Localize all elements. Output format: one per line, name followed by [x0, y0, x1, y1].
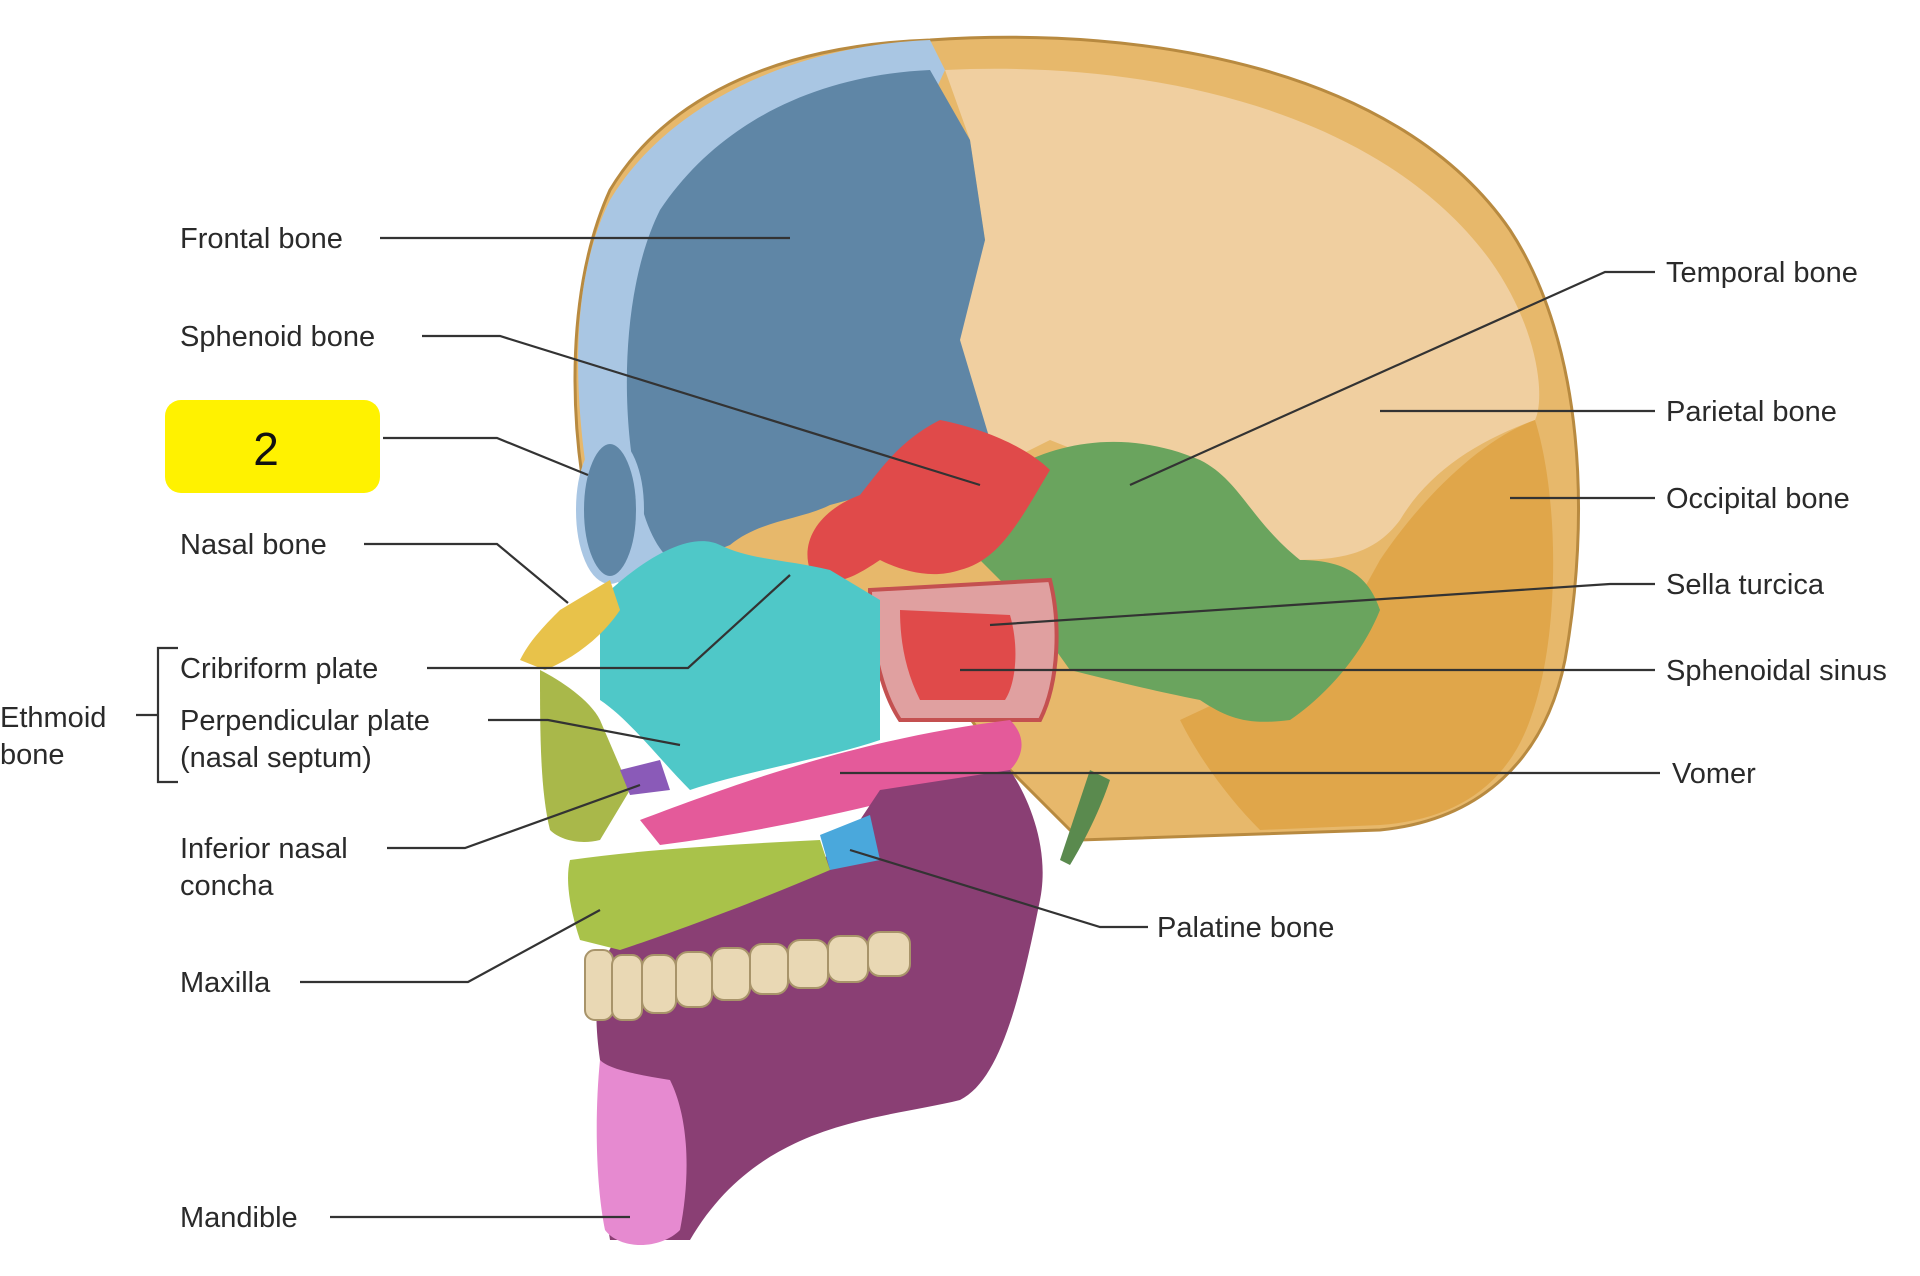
- label-occipital-bone: Occipital bone: [1666, 483, 1850, 515]
- leader-nasal: [364, 542, 569, 604]
- label-mandible: Mandible: [180, 1202, 298, 1234]
- label-frontal-bone: Frontal bone: [180, 223, 343, 255]
- leader-lines: [136, 236, 1660, 1219]
- label-ethmoid-bone-2: bone: [0, 739, 65, 771]
- palatine-bone-shape: [820, 815, 880, 870]
- label-palatine-bone: Palatine bone: [1157, 912, 1334, 944]
- leader-perpendicular: [488, 718, 681, 747]
- maxilla-palate-shape: [568, 840, 830, 950]
- label-parietal-bone: Parietal bone: [1666, 396, 1837, 428]
- nasal-bone-shape: [520, 580, 620, 670]
- labels: Frontal bone Sphenoid bone Nasal bone Cr…: [0, 223, 1887, 1234]
- sphenoid-bone-shape: [807, 420, 1050, 581]
- label-perpendicular-plate-1: Perpendicular plate: [180, 705, 430, 737]
- leader-temporal: [1129, 270, 1655, 487]
- label-sella-turcica: Sella turcica: [1666, 569, 1825, 601]
- label-inferior-nasal-concha-1: Inferior nasal: [180, 833, 348, 865]
- mandible-cut-shape: [596, 1060, 687, 1245]
- leader-sella: [989, 582, 1655, 627]
- label-cribriform-plate: Cribriform plate: [180, 653, 378, 685]
- sphenoidal-sinus-cavity: [900, 610, 1016, 700]
- leader-maxilla: [300, 909, 601, 984]
- label-maxilla: Maxilla: [180, 967, 271, 999]
- label-vomer: Vomer: [1672, 758, 1756, 790]
- temporal-bone-shape: [980, 441, 1380, 722]
- marker-number: 2: [253, 423, 279, 475]
- mandible-shape: [596, 770, 1043, 1240]
- teeth: [584, 931, 911, 1021]
- leader-sphenoid: [422, 334, 981, 487]
- label-temporal-bone: Temporal bone: [1666, 257, 1858, 289]
- label-sphenoid-bone: Sphenoid bone: [180, 321, 375, 353]
- frontal-sinus: [576, 436, 644, 584]
- vomer-shape: [640, 720, 1022, 845]
- marker-box: [165, 400, 380, 493]
- label-sphenoidal-sinus: Sphenoidal sinus: [1666, 655, 1887, 687]
- label-nasal-bone: Nasal bone: [180, 529, 327, 561]
- leader-marker: [383, 436, 589, 477]
- frontal-bone-shape: [626, 70, 990, 565]
- skull-illustration: [520, 35, 1580, 1245]
- inferior-nasal-concha-shape: [620, 760, 670, 795]
- leader-palatine: [849, 848, 1148, 929]
- styloid-process: [1060, 770, 1110, 865]
- label-marker-2[interactable]: 2: [165, 400, 380, 493]
- ethmoid-bone-shape: [600, 541, 880, 790]
- maxilla-front-shape: [540, 670, 630, 842]
- leader-cribriform: [427, 574, 791, 670]
- label-ethmoid-bone-1: Ethmoid: [0, 702, 106, 734]
- leader-concha: [387, 783, 641, 850]
- label-inferior-nasal-concha-2: concha: [180, 870, 274, 902]
- ethmoid-bracket: [156, 646, 178, 784]
- parietal-bone-shape: [945, 68, 1540, 561]
- label-perpendicular-plate-2: (nasal septum): [180, 742, 372, 774]
